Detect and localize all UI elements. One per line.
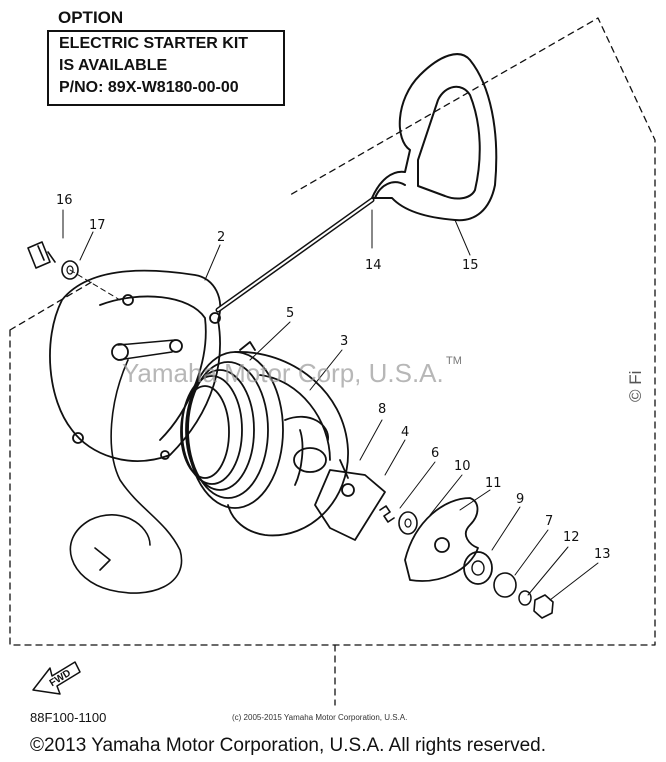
pawl-spring-8 [339, 459, 349, 479]
option-kit-box: ELECTRIC STARTER KIT IS AVAILABLE P/NO: … [47, 30, 285, 106]
label-8: 8 [378, 402, 387, 417]
label-14: 14 [365, 258, 382, 273]
label-12: 12 [563, 530, 580, 545]
washer-17 [61, 260, 79, 280]
label-11: 11 [485, 476, 502, 491]
leader-lines [62, 209, 599, 601]
forward-arrow-icon [32, 661, 81, 695]
label-2: 2 [217, 230, 226, 245]
side-watermark: © Fi [626, 370, 645, 402]
pawl-4 [314, 459, 386, 541]
label-16: 16 [56, 193, 73, 208]
small-copyright: (c) 2005-2015 Yamaha Motor Corporation, … [232, 713, 408, 722]
watermark-text: Yamaha Motor Corp, U.S.A. [122, 358, 444, 388]
nut-13 [533, 594, 554, 619]
label-10: 10 [454, 459, 471, 474]
label-17: 17 [89, 218, 106, 233]
label-3: 3 [340, 334, 349, 349]
option-title: OPTION [58, 8, 124, 27]
bolt-16 [27, 241, 56, 269]
label-15: 15 [462, 258, 479, 273]
washer-12 [518, 590, 532, 606]
friction-spring-9 [463, 551, 493, 585]
diagram-code: 88F100-1100 [30, 710, 107, 725]
trademark-mark: TM [446, 355, 462, 367]
washer-7 [493, 572, 517, 598]
option-line-3: P/NO: 89X-W8180-00-00 [59, 79, 239, 96]
spring-6 [379, 505, 395, 523]
switch-lead [69, 359, 183, 594]
footer-copyright: ©2013 Yamaha Motor Corporation, U.S.A. A… [30, 735, 546, 756]
drive-plate-11 [404, 497, 479, 582]
label-6: 6 [431, 446, 440, 461]
assembly-outline [9, 17, 656, 646]
option-line-2: IS AVAILABLE [59, 57, 168, 74]
sheave-3 [180, 341, 349, 537]
washer-10 [398, 511, 418, 535]
label-9: 9 [516, 492, 525, 507]
label-7: 7 [545, 514, 554, 529]
label-13: 13 [594, 547, 611, 562]
label-5: 5 [286, 306, 295, 321]
option-line-1: ELECTRIC STARTER KIT [59, 35, 249, 52]
label-4: 4 [401, 425, 410, 440]
